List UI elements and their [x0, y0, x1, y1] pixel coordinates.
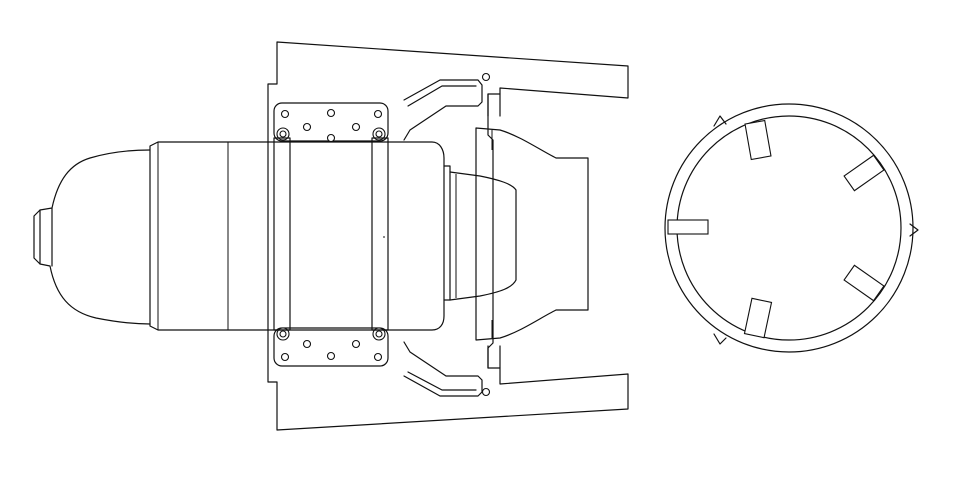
bottom-plate-holes [276, 327, 386, 362]
tab-lower-right [843, 264, 885, 302]
barb-right [909, 223, 919, 237]
top-plate-holes [276, 108, 386, 143]
intake-lip [39, 207, 53, 267]
tab-top [744, 119, 772, 161]
bottom-slot [487, 345, 501, 369]
clamp-strap-right [371, 137, 389, 331]
tab-left [667, 219, 709, 235]
lower-stiffener [403, 341, 483, 397]
upper-stiffener-inner [407, 85, 477, 107]
nozzle-flange [443, 165, 451, 301]
end-view [664, 103, 919, 353]
tab-upper-right [843, 154, 885, 192]
side-view [33, 41, 629, 431]
end-view-inner-ring [676, 115, 902, 341]
bottom-clamp-plate [273, 327, 389, 367]
end-view-tabs [667, 119, 885, 339]
tailpipe [475, 127, 589, 341]
mount-plate-outline [267, 41, 629, 431]
end-view-outer-ring [664, 103, 914, 353]
locating-hole-top [481, 72, 491, 82]
barb-bottom [713, 333, 727, 345]
locating-hole-bottom [481, 387, 491, 397]
top-slot [487, 93, 501, 117]
upper-stiffener [403, 79, 483, 141]
exhaust-cone [449, 171, 517, 301]
barb-top [713, 115, 727, 127]
engine-casing [149, 141, 445, 331]
lower-stiffener-inner [407, 371, 477, 391]
intake-cowl [33, 149, 151, 325]
tab-bottom [743, 297, 773, 339]
clamp-strap-left [273, 137, 291, 331]
